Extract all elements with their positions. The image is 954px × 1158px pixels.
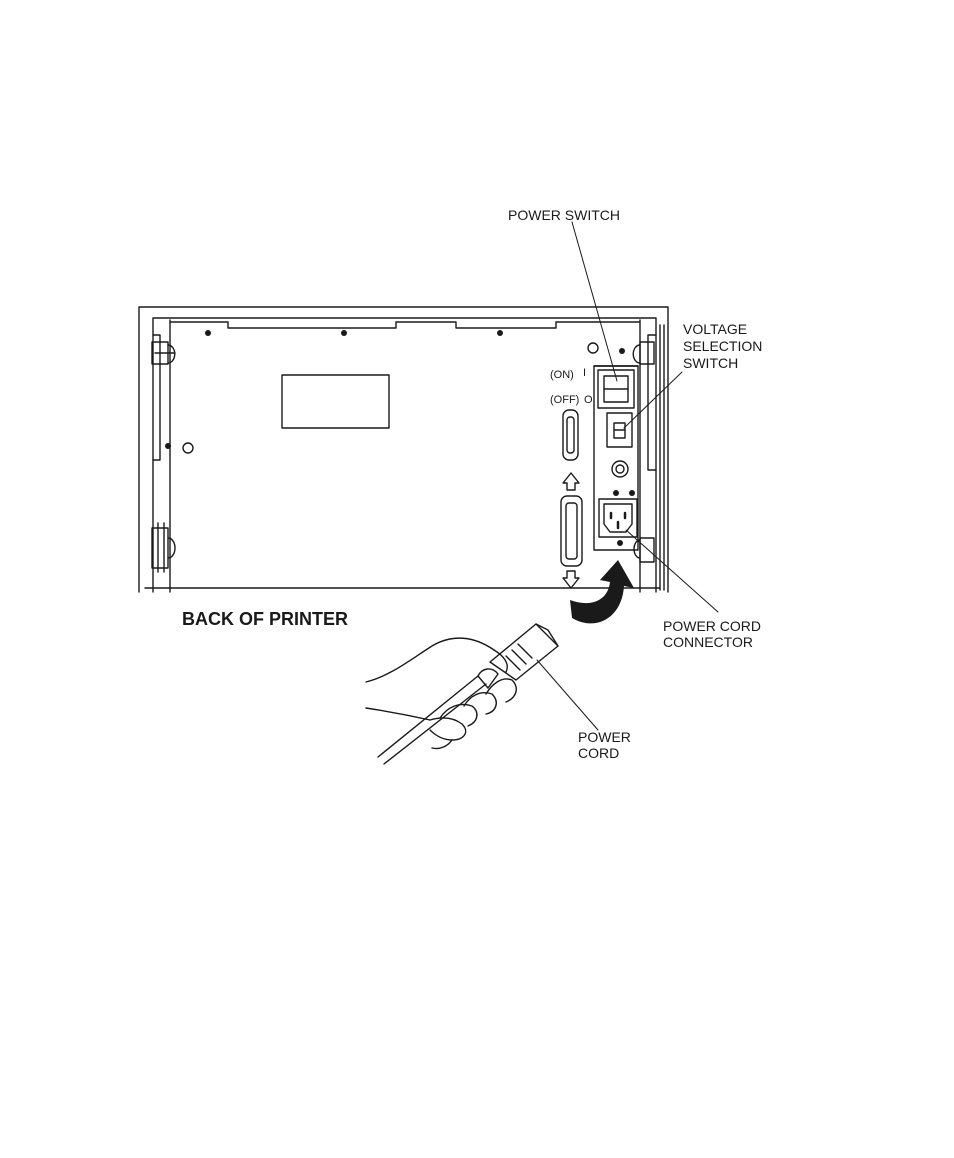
serial-connector bbox=[563, 410, 578, 460]
power-plug bbox=[490, 624, 558, 680]
hinge-top-right bbox=[633, 342, 654, 364]
hinge-top-left bbox=[152, 342, 175, 364]
connector-label-line2: CONNECTOR bbox=[663, 634, 753, 650]
hand-holding-plug bbox=[366, 638, 516, 748]
connector-label-line1: POWER CORD bbox=[663, 618, 761, 634]
on-label: (ON) bbox=[550, 369, 574, 381]
off-label: (OFF) bbox=[550, 394, 579, 406]
voltage-selection-switch bbox=[607, 413, 632, 447]
panel-hole bbox=[183, 443, 193, 453]
label-plate bbox=[282, 375, 389, 428]
hinge-bottom-left bbox=[152, 523, 175, 572]
on-mark: I bbox=[583, 367, 586, 379]
parallel-connector bbox=[561, 473, 582, 588]
voltage-label-line3: SWITCH bbox=[683, 355, 738, 371]
insert-arrow-icon bbox=[570, 560, 634, 623]
voltage-label-line2: SELECTION bbox=[683, 338, 762, 354]
back-of-printer-title: BACK OF PRINTER bbox=[182, 609, 348, 629]
voltage-label-line1: VOLTAGE bbox=[683, 321, 747, 337]
panel-hole bbox=[588, 343, 598, 353]
cord-label-line2: CORD bbox=[578, 745, 619, 761]
off-mark: O bbox=[584, 394, 593, 406]
power-cord-connector bbox=[599, 499, 637, 537]
power-switch-label: POWER SWITCH bbox=[508, 207, 620, 223]
leader-lines bbox=[537, 222, 718, 730]
cord-label-line1: POWER bbox=[578, 729, 631, 745]
panel-screws bbox=[165, 330, 635, 546]
power-cord bbox=[378, 669, 498, 764]
fuse-holder bbox=[612, 461, 628, 477]
